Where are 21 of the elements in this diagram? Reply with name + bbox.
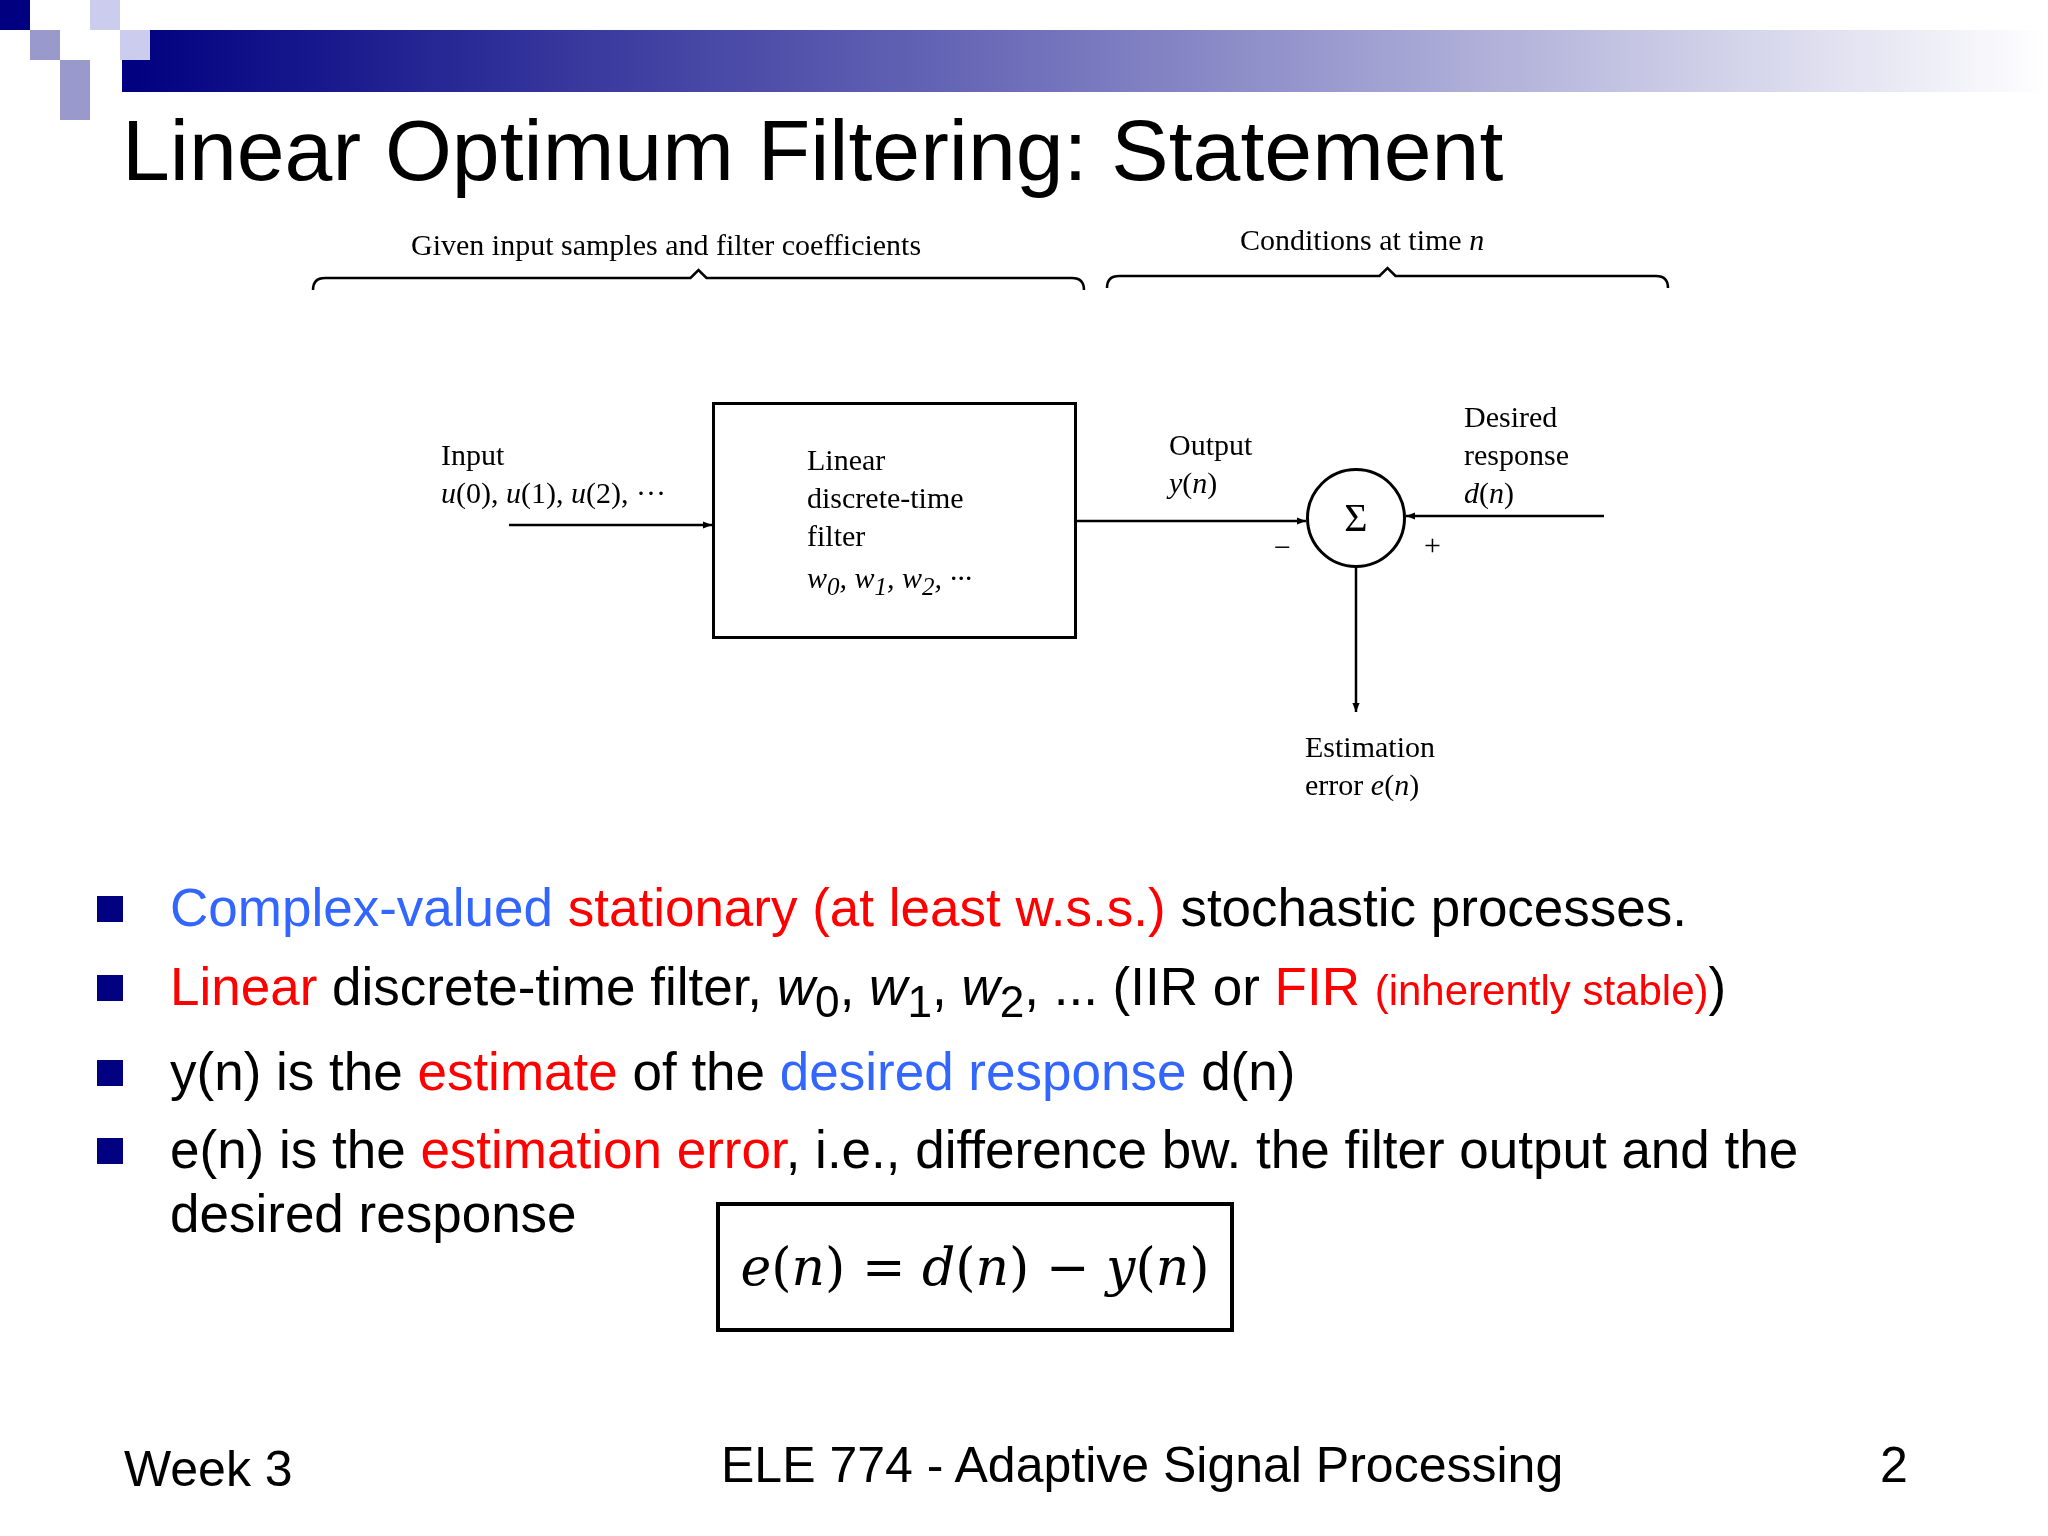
sign-label: −	[1274, 529, 1291, 565]
slide-title: Linear Optimum Filtering: Statement	[122, 101, 1504, 200]
bullet-text: Complex-valued stationary (at least w.s.s.) stochastic processes.	[170, 877, 1689, 939]
page-number: 2	[1880, 1436, 1908, 1494]
footer-text: ELE 774 - Adaptive Signal Processing	[721, 1436, 1564, 1494]
estimation-error-text: Estimation error e(n)	[1305, 728, 1465, 804]
footer-text: Week 3	[124, 1440, 293, 1498]
equation-box: e(n) = d(n) − y(n)	[716, 1202, 1234, 1332]
arrow	[1406, 512, 1604, 520]
bullet-text: Linear discrete-time filter, w$_{0}$, w$_{1}$, w$_{2}$, ... (IIR or FIR (inherently stable))	[170, 956, 1728, 1028]
arrow	[1352, 568, 1360, 712]
input-text: Input u(0), u(1), u(2), ···	[441, 436, 711, 525]
filter-box: Linear discrete-time filter w$_{0}$, w$_{1}$, w$_{2}$, ···	[712, 402, 1077, 639]
arrow	[509, 521, 712, 529]
brace-label: Conditions at time n	[1240, 222, 1485, 258]
arrow	[1077, 517, 1306, 525]
desired-response-text: Desired response d(n)	[1464, 398, 1604, 516]
bullet-text: y(n) is the estimate of the desired response d(n)	[170, 1041, 1297, 1103]
brace-label: Given input samples and filter coefficients	[411, 227, 922, 263]
sign-label: +	[1424, 527, 1441, 563]
summing-junction: Σ	[1306, 468, 1406, 568]
